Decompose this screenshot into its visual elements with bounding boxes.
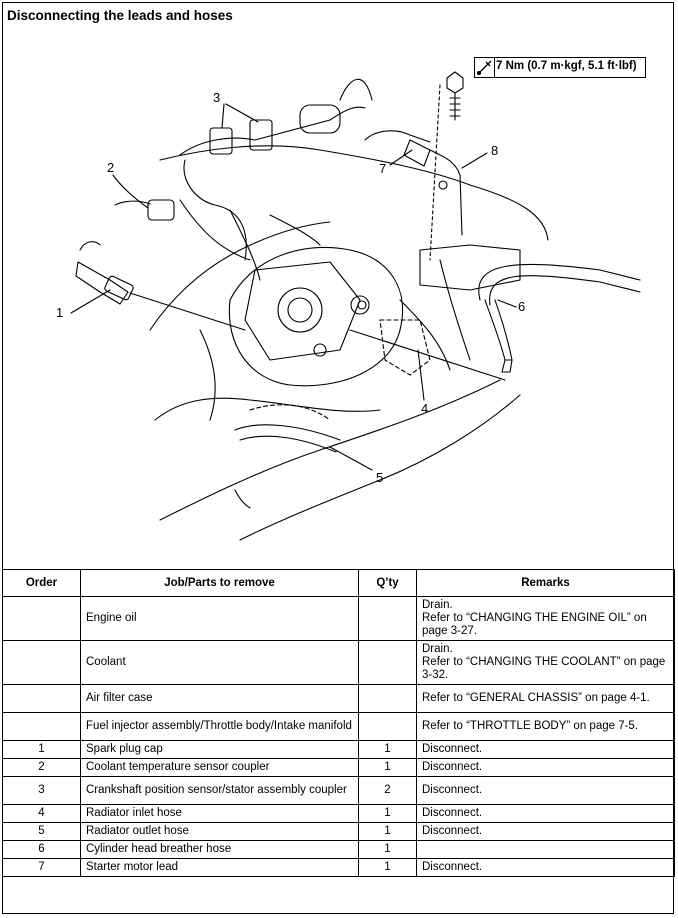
row-remarks: Disconnect. (416, 740, 675, 759)
table-row: 6 Cylinder head breather hose 1 (2, 840, 675, 859)
table-row: Engine oil Drain. Refer to “CHANGING THE… (2, 596, 675, 641)
callout-4: 4 (421, 401, 429, 416)
torque-spec-box: 7 Nm (0.7 m·kgf, 5.1 ft·lbf) (474, 57, 646, 78)
row-order: 7 (2, 858, 81, 877)
table-row: Coolant Drain. Refer to “CHANGING THE CO… (2, 640, 675, 685)
row-part: Coolant temperature sensor coupler (80, 758, 359, 777)
table-row: Fuel injector assembly/Throttle body/Int… (2, 712, 675, 741)
row-part: Cylinder head breather hose (80, 840, 359, 859)
row-order (2, 712, 81, 741)
row-remarks: Drain. Refer to “CHANGING THE COOLANT” o… (416, 640, 675, 685)
row-part: Starter motor lead (80, 858, 359, 877)
row-order (2, 596, 81, 641)
row-part: Crankshaft position sensor/stator assemb… (80, 776, 359, 805)
row-part: Radiator inlet hose (80, 804, 359, 823)
row-qty (358, 640, 417, 685)
table-row: 5 Radiator outlet hose 1 Disconnect. (2, 822, 675, 841)
row-qty (358, 596, 417, 641)
row-order: 6 (2, 840, 81, 859)
page-title: Disconnecting the leads and hoses (7, 8, 233, 23)
row-qty: 1 (358, 822, 417, 841)
torque-wrench-icon (475, 58, 495, 77)
row-part: Coolant (80, 640, 359, 685)
row-remarks: Disconnect. (416, 822, 675, 841)
table-row: 2 Coolant temperature sensor coupler 1 D… (2, 758, 675, 777)
row-qty: 1 (358, 804, 417, 823)
callout-7: 7 (379, 161, 387, 176)
row-order: 4 (2, 804, 81, 823)
row-remarks: Refer to “THROTTLE BODY” on page 7-5. (416, 712, 675, 741)
row-qty: 1 (358, 740, 417, 759)
callout-8: 8 (491, 143, 499, 158)
row-qty: 2 (358, 776, 417, 805)
row-order: 1 (2, 740, 81, 759)
header-part: Job/Parts to remove (80, 569, 359, 597)
row-remarks: Disconnect. (416, 858, 675, 877)
row-order: 3 (2, 776, 81, 805)
row-part: Fuel injector assembly/Throttle body/Int… (80, 712, 359, 741)
table-row: 1 Spark plug cap 1 Disconnect. (2, 740, 675, 759)
table-row: Air filter case Refer to “GENERAL CHASSI… (2, 684, 675, 713)
callout-3: 3 (213, 90, 221, 105)
row-qty: 1 (358, 858, 417, 877)
parts-table: Order Job/Parts to remove Q’ty Remarks E… (2, 569, 675, 877)
row-remarks: Disconnect. (416, 776, 675, 805)
callout-2: 2 (107, 160, 115, 175)
callout-5: 5 (376, 470, 384, 485)
row-remarks: Drain. Refer to “CHANGING THE ENGINE OIL… (416, 596, 675, 641)
row-order: 5 (2, 822, 81, 841)
row-part: Engine oil (80, 596, 359, 641)
row-order (2, 684, 81, 713)
row-remarks: Disconnect. (416, 758, 675, 777)
row-remarks: Refer to “GENERAL CHASSIS” on page 4-1. (416, 684, 675, 713)
row-order: 2 (2, 758, 81, 777)
row-qty (358, 684, 417, 713)
row-part: Air filter case (80, 684, 359, 713)
callout-6: 6 (518, 299, 526, 314)
row-qty (358, 712, 417, 741)
header-remarks: Remarks (416, 569, 675, 597)
callout-1: 1 (56, 305, 64, 320)
row-order (2, 640, 81, 685)
table-row: 4 Radiator inlet hose 1 Disconnect. (2, 804, 675, 823)
header-qty: Q’ty (358, 569, 417, 597)
header-order: Order (2, 569, 81, 597)
torque-spec-text: 7 Nm (0.7 m·kgf, 5.1 ft·lbf) (496, 60, 637, 72)
row-remarks (416, 840, 675, 859)
table-header-row: Order Job/Parts to remove Q’ty Remarks (2, 569, 675, 597)
table-row: 7 Starter motor lead 1 Disconnect. (2, 858, 675, 877)
row-part: Radiator outlet hose (80, 822, 359, 841)
row-qty: 1 (358, 840, 417, 859)
engine-illustration (70, 71, 641, 541)
row-remarks: Disconnect. (416, 804, 675, 823)
row-qty: 1 (358, 758, 417, 777)
row-part: Spark plug cap (80, 740, 359, 759)
table-row: 3 Crankshaft position sensor/stator asse… (2, 776, 675, 805)
